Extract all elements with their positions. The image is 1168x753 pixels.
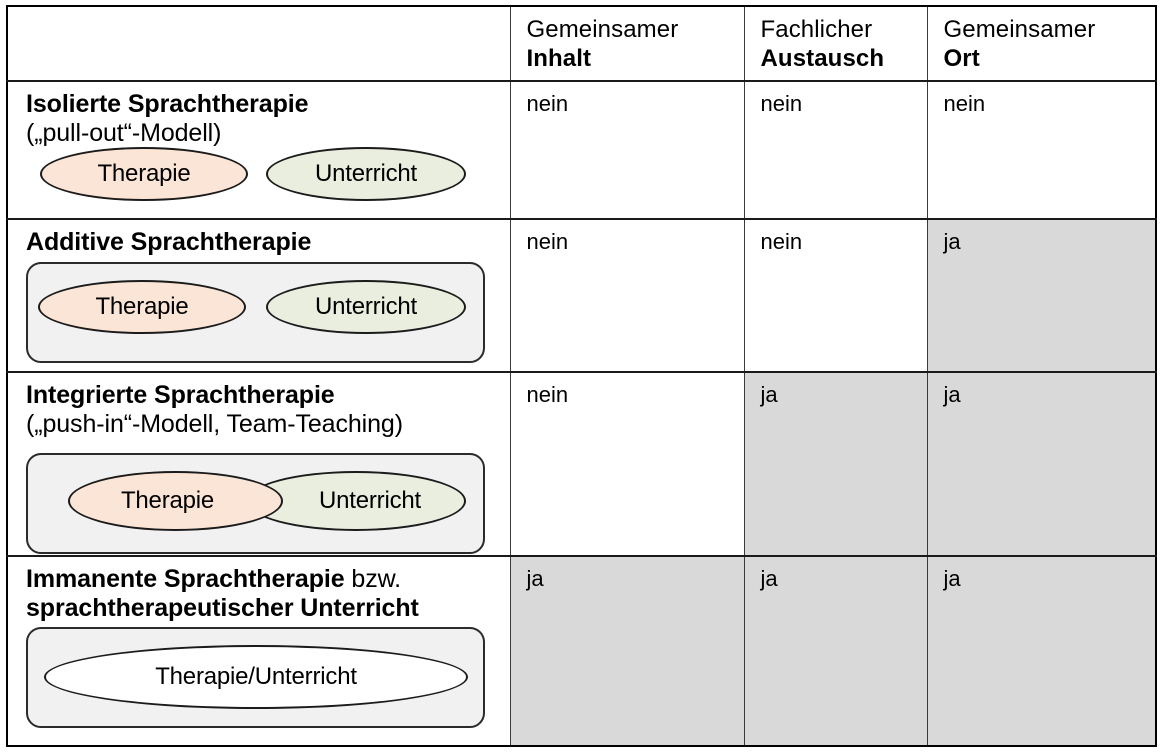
- cell-isolierte-austausch: nein: [743, 80, 928, 220]
- model-cell-additive: Additive Sprachtherapie Therapie Unterri…: [6, 218, 511, 373]
- cell-immanente-ort: ja: [926, 555, 1157, 747]
- header-ort-wrap: Gemeinsamer Ort: [928, 7, 1156, 74]
- comparison-table: Gemeinsamer Inhalt Fachlicher Austausch …: [6, 5, 1157, 747]
- header-austausch-wrap: Fachlicher Austausch: [745, 7, 927, 74]
- model-block-integrierte: Integrierte Sprachtherapie („push-in“-Mo…: [8, 373, 510, 555]
- cell-value: ja: [943, 382, 961, 407]
- cell-integrierte-inhalt: nein: [509, 371, 745, 557]
- header-inhalt-wrap: Gemeinsamer Inhalt: [511, 7, 744, 74]
- table-row: Isolierte Sprachtherapie („pull-out“-Mod…: [6, 80, 1157, 220]
- model-block-isolierte: Isolierte Sprachtherapie („pull-out“-Mod…: [8, 82, 510, 218]
- model-subtitle: („pull-out“-Modell): [26, 119, 222, 147]
- ellipse-label-combined: Therapie/Unterricht: [155, 663, 357, 690]
- model-title: Additive Sprachtherapie: [26, 228, 312, 256]
- header-inhalt-line2: Inhalt: [526, 45, 592, 73]
- ellipse-therapie-unterricht: Therapie/Unterricht: [44, 645, 468, 709]
- cell-isolierte-ort: nein: [926, 80, 1157, 220]
- cell-integrierte-ort: ja: [926, 371, 1157, 557]
- ellipse-therapie: Therapie: [40, 147, 248, 201]
- table-row: Additive Sprachtherapie Therapie Unterri…: [6, 218, 1157, 373]
- model-block-immanente: Immanente Sprachtherapie bzw. sprachther…: [8, 557, 510, 745]
- model-cell-immanente: Immanente Sprachtherapie bzw. sprachther…: [6, 555, 511, 747]
- header-cell-model: [6, 5, 511, 82]
- cell-value: ja: [943, 566, 961, 591]
- model-title-suffix: bzw.: [344, 565, 402, 593]
- header-austausch-line2: Austausch: [760, 45, 885, 73]
- ellipse-therapie: Therapie: [38, 280, 246, 334]
- model-title: Integrierte Sprachtherapie: [26, 381, 335, 409]
- cell-value: nein: [943, 91, 986, 116]
- cell-additive-austausch: nein: [743, 218, 928, 373]
- ellipse-label-unterricht: Unterricht: [314, 160, 418, 187]
- model-cell-integrierte: Integrierte Sprachtherapie („push-in“-Mo…: [6, 371, 511, 557]
- ellipse-label-unterricht: Unterricht: [314, 293, 418, 320]
- cell-value: nein: [526, 91, 569, 116]
- cell-value: nein: [526, 382, 569, 407]
- cell-value: ja: [760, 382, 778, 407]
- model-title: Isolierte Sprachtherapie: [26, 90, 309, 118]
- cell-immanente-austausch: ja: [743, 555, 928, 747]
- header-ort-line1: Gemeinsamer: [943, 16, 1096, 43]
- cell-immanente-inhalt: ja: [509, 555, 745, 747]
- ellipse-therapie: Therapie: [68, 471, 283, 531]
- ellipse-label-therapie: Therapie: [97, 160, 191, 187]
- ellipse-label-therapie: Therapie: [95, 293, 189, 320]
- header-inhalt-line1: Gemeinsamer: [526, 16, 679, 43]
- model-cell-isolierte: Isolierte Sprachtherapie („pull-out“-Mod…: [6, 80, 511, 220]
- model-title-line2: sprachtherapeutischer Unterricht: [26, 594, 419, 622]
- cell-value: nein: [760, 229, 803, 254]
- cell-value: ja: [760, 566, 778, 591]
- header-cell-inhalt: Gemeinsamer Inhalt: [509, 5, 745, 82]
- header-cell-austausch: Fachlicher Austausch: [743, 5, 928, 82]
- ellipse-unterricht: Unterricht: [266, 280, 466, 334]
- table-row: Immanente Sprachtherapie bzw. sprachther…: [6, 555, 1157, 747]
- cell-isolierte-inhalt: nein: [509, 80, 745, 220]
- header-austausch-line1: Fachlicher: [760, 16, 873, 43]
- cell-additive-ort: ja: [926, 218, 1157, 373]
- ellipse-label-therapie: Therapie: [120, 487, 215, 514]
- model-block-additive: Additive Sprachtherapie Therapie Unterri…: [8, 220, 510, 371]
- model-title: Immanente Sprachtherapie bzw.: [26, 565, 510, 594]
- header-cell-ort: Gemeinsamer Ort: [926, 5, 1157, 82]
- cell-value: ja: [943, 229, 961, 254]
- model-title-main: Immanente Sprachtherapie: [26, 565, 345, 593]
- cell-value: nein: [760, 91, 803, 116]
- model-subtitle: („push-in“-Modell, Team-Teaching): [26, 410, 403, 438]
- ellipse-label-unterricht: Unterricht: [318, 487, 422, 514]
- ellipse-unterricht: Unterricht: [266, 147, 466, 201]
- cell-integrierte-austausch: ja: [743, 371, 928, 557]
- table-header-row: Gemeinsamer Inhalt Fachlicher Austausch …: [6, 5, 1157, 82]
- header-ort-line2: Ort: [943, 45, 980, 73]
- cell-additive-inhalt: nein: [509, 218, 745, 373]
- table-row: Integrierte Sprachtherapie („push-in“-Mo…: [6, 371, 1157, 557]
- cell-value: nein: [526, 229, 569, 254]
- cell-value: ja: [526, 566, 544, 591]
